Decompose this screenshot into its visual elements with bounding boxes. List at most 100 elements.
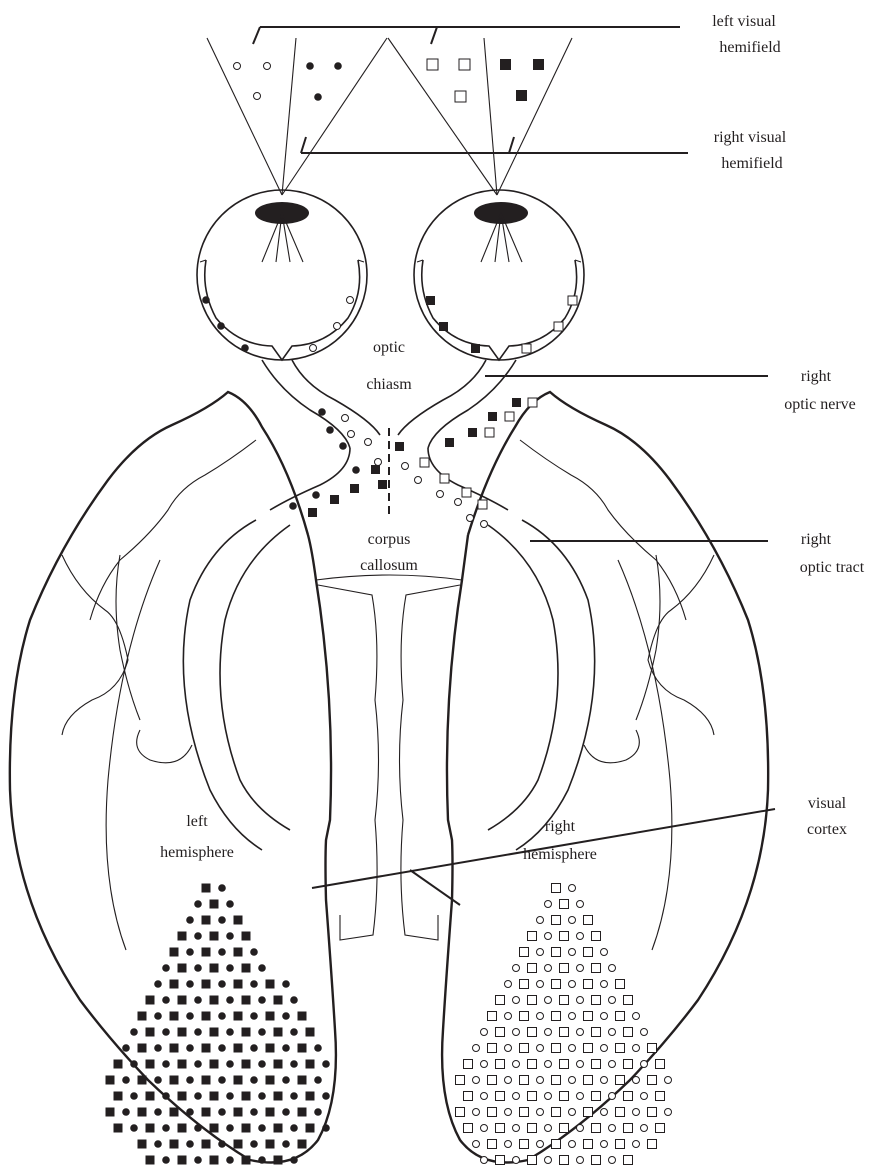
filled-square-marker — [178, 1028, 187, 1037]
filled-circle-marker — [258, 1060, 266, 1068]
filled-circle-marker — [258, 1156, 266, 1164]
filled-square-marker — [170, 1076, 179, 1085]
filled-circle-marker — [250, 1108, 258, 1116]
filled-square-marker — [202, 948, 211, 957]
filled-square-marker — [178, 964, 187, 973]
filled-square-marker — [202, 1108, 211, 1117]
open-circle-marker — [569, 1141, 576, 1148]
filled-square-marker — [306, 1092, 315, 1101]
sight-line — [207, 38, 282, 195]
filled-circle-marker — [130, 1060, 138, 1068]
open-circle-marker — [633, 1077, 640, 1084]
filled-square-marker — [178, 1156, 187, 1165]
open-circle-marker — [513, 1029, 520, 1036]
label-right-visual-hemifield-1: right visual — [714, 129, 787, 146]
filled-circle-marker — [282, 1076, 290, 1084]
open-square-marker — [560, 1124, 569, 1133]
open-circle-marker — [633, 1141, 640, 1148]
open-circle-marker — [537, 1045, 544, 1052]
open-circle-marker — [609, 965, 616, 972]
open-circle-marker — [513, 1093, 520, 1100]
filled-square-marker — [242, 964, 251, 973]
filled-circle-marker — [162, 1060, 170, 1068]
open-circle-marker — [537, 1141, 544, 1148]
open-square-marker — [520, 1076, 529, 1085]
open-circle-marker — [609, 1125, 616, 1132]
filled-circle-marker — [162, 1124, 170, 1132]
open-square-marker — [552, 980, 561, 989]
open-circle-marker — [481, 1157, 488, 1164]
open-circle-marker — [569, 949, 576, 956]
filled-circle-marker — [154, 1076, 162, 1084]
filled-circle-marker — [314, 93, 322, 101]
open-square-marker — [464, 1060, 473, 1069]
filled-square-marker — [298, 1108, 307, 1117]
filled-circle-marker — [290, 1028, 298, 1036]
open-circle-marker — [609, 1157, 616, 1164]
label-right-hemisphere-1: right — [545, 818, 576, 835]
open-square-marker — [520, 1044, 529, 1053]
label-optic-chiasm-2: chiasm — [366, 376, 412, 393]
filled-square-marker — [306, 1124, 315, 1133]
right-eye — [414, 190, 584, 360]
open-circle-marker — [569, 1045, 576, 1052]
open-square-marker — [520, 1140, 529, 1149]
label-right-hemisphere-2: hemisphere — [523, 846, 597, 863]
open-square-marker — [496, 1124, 505, 1133]
filled-square-marker — [210, 964, 219, 973]
filled-square-marker — [242, 1028, 251, 1037]
filled-circle-marker — [218, 884, 226, 892]
filled-square-marker — [242, 1124, 251, 1133]
filled-circle-marker — [218, 1076, 226, 1084]
open-circle-marker — [505, 981, 512, 988]
filled-circle-marker — [154, 1044, 162, 1052]
sight-line — [484, 38, 497, 195]
open-circle-marker — [577, 1093, 584, 1100]
open-circle-marker — [473, 1109, 480, 1116]
open-circle-marker — [505, 1141, 512, 1148]
label-right-optic-tract-1: right — [801, 531, 832, 548]
filled-circle-marker — [322, 1124, 330, 1132]
filled-circle-marker — [218, 1012, 226, 1020]
filled-circle-marker — [290, 1156, 298, 1164]
open-square-marker — [592, 964, 601, 973]
label-right-optic-tract-2: optic tract — [800, 559, 865, 576]
open-circle-marker — [569, 885, 576, 892]
filled-square-marker — [170, 1044, 179, 1053]
label-corpus-callosum-1: corpus — [368, 531, 411, 548]
filled-circle-marker — [226, 1028, 234, 1036]
open-square-marker — [528, 1092, 537, 1101]
open-square-marker — [616, 1076, 625, 1085]
filled-square-marker — [138, 1044, 147, 1053]
open-square-marker — [528, 1028, 537, 1037]
open-circle-marker — [641, 1125, 648, 1132]
filled-circle-marker — [334, 62, 342, 70]
filled-square-marker — [266, 1076, 275, 1085]
open-circle-marker — [537, 917, 544, 924]
filled-circle-marker — [250, 948, 258, 956]
open-circle-marker — [633, 1045, 640, 1052]
filled-circle-marker — [194, 1124, 202, 1132]
filled-circle-marker — [290, 1092, 298, 1100]
filled-circle-marker — [226, 900, 234, 908]
filled-square-marker — [234, 1076, 243, 1085]
filled-square-marker — [202, 884, 211, 893]
filled-square-marker — [210, 1028, 219, 1037]
open-circle-marker — [545, 1093, 552, 1100]
open-circle-marker — [569, 1013, 576, 1020]
filled-square-marker — [274, 1092, 283, 1101]
open-square-marker — [496, 1156, 505, 1165]
open-circle-marker — [577, 1157, 584, 1164]
open-square-marker — [552, 884, 561, 893]
open-square-marker — [488, 1076, 497, 1085]
filled-circle-marker — [226, 996, 234, 1004]
open-circle-marker — [545, 1029, 552, 1036]
filled-square-marker — [178, 996, 187, 1005]
open-circle-marker — [545, 965, 552, 972]
open-circle-marker — [609, 997, 616, 1004]
open-circle-marker — [641, 1061, 648, 1068]
filled-square-marker — [274, 1124, 283, 1133]
filled-circle-marker — [226, 964, 234, 972]
open-square-marker — [496, 1092, 505, 1101]
open-circle-marker — [601, 981, 608, 988]
